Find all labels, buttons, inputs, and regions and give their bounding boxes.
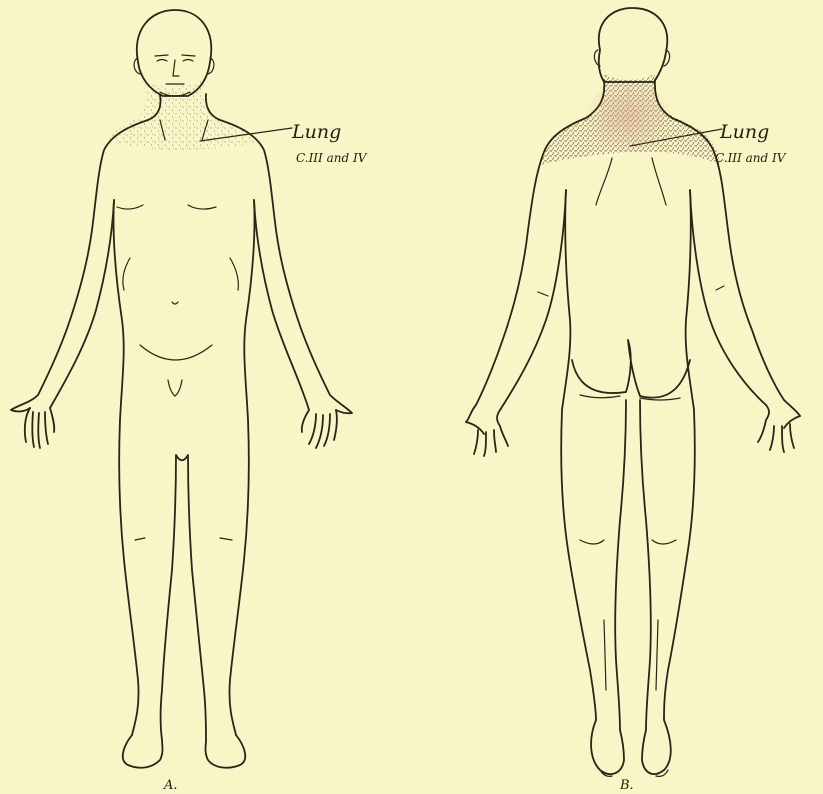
- figure-a-legs: [119, 420, 249, 740]
- figure-b-buttocks: [572, 340, 690, 398]
- figure-a-label-title: Lung: [291, 121, 341, 143]
- figure-b-label-detail: C.III and IV: [715, 151, 787, 165]
- figure-b-head: [599, 8, 667, 82]
- figure-a-letter: A.: [163, 778, 178, 793]
- figure-b-legs: [561, 400, 695, 730]
- figure-b-letter: B.: [619, 778, 634, 793]
- figure-a-stippled-area: [108, 80, 258, 150]
- figure-a-label-detail: C.III and IV: [296, 151, 368, 165]
- figure-b-label-title: Lung: [719, 121, 769, 143]
